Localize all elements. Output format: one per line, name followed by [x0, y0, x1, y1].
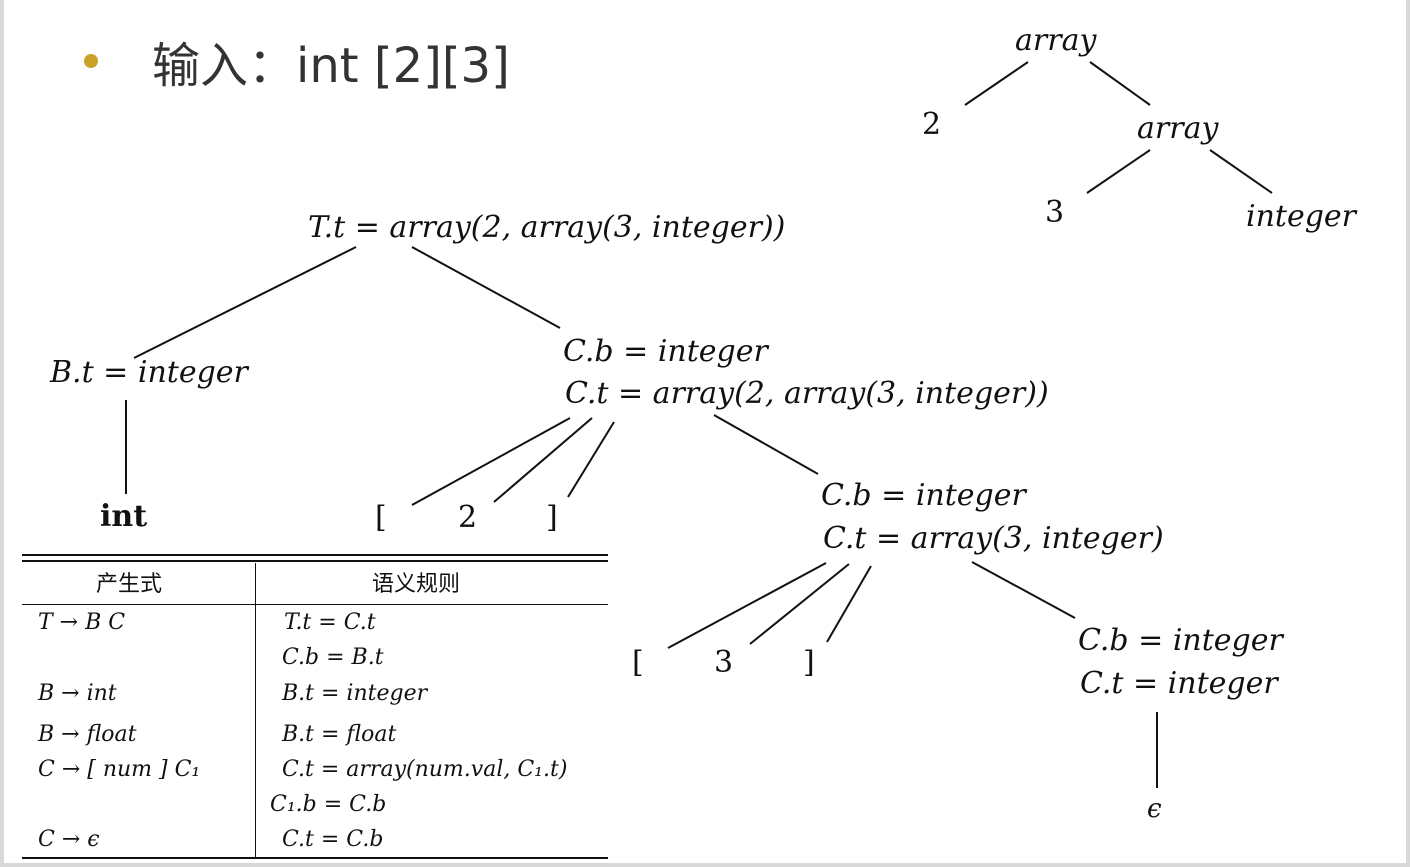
edge-c1-open: [411, 417, 571, 506]
node-c3-b: C.b = integer: [1078, 623, 1283, 658]
node-c3-t: C.t = integer: [1080, 666, 1278, 701]
leaf-c2-open-bracket: [: [632, 645, 644, 680]
edge-c2-c3: [971, 561, 1076, 619]
table-row-production: B → float: [38, 722, 137, 747]
small-tree-integer: integer: [1246, 199, 1357, 234]
edge-c1-close: [567, 421, 615, 498]
edge-array-array: [1089, 61, 1151, 106]
table-row-rule: C.b = B.t: [282, 645, 384, 670]
table-top-rule-1: [22, 554, 608, 556]
small-tree-root: array: [1015, 23, 1097, 58]
table-row-rule: B.t = integer: [282, 681, 428, 706]
table-top-rule-2: [22, 560, 608, 562]
leaf-c1-num: 2: [458, 500, 478, 535]
leaf-c1-close-bracket: ]: [546, 500, 558, 535]
table-column-divider: [255, 563, 256, 859]
table-header-semantic-rule: 语义规则: [372, 572, 461, 597]
table-row-production: C → ϵ: [38, 827, 100, 852]
node-c2-t: C.t = array(3, integer): [823, 521, 1164, 556]
leaf-int: int: [100, 499, 148, 534]
bullet-point: [84, 54, 98, 68]
frame-bottom-edge: [0, 863, 1410, 867]
node-c1-t: C.t = array(2, array(3, integer)): [565, 376, 1049, 411]
table-bottom-rule: [22, 857, 608, 859]
small-tree-left-2: 2: [922, 107, 942, 142]
edge-c2-num: [749, 563, 850, 645]
headline-input: 输入：int [2][3]: [152, 38, 510, 94]
edge-c2-open: [667, 562, 827, 649]
leaf-c2-close-bracket: ]: [803, 645, 815, 680]
edge-c1-c2: [713, 414, 819, 475]
node-c2-b: C.b = integer: [821, 478, 1026, 513]
table-row-production: B → int: [38, 681, 117, 706]
leaf-c2-num: 3: [714, 645, 734, 680]
leaf-c1-open-bracket: [: [375, 500, 387, 535]
frame-left-edge: [0, 0, 4, 867]
table-row-rule: C.t = array(num.val, C₁.t): [282, 757, 568, 782]
table-row-rule: T.t = C.t: [284, 610, 376, 635]
table-row-production: T → B C: [38, 610, 126, 635]
table-header-production: 产生式: [96, 572, 163, 597]
edge-array2-3: [1086, 149, 1151, 194]
table-row-rule: C₁.b = C.b: [270, 792, 387, 817]
edge-c2-close: [826, 565, 872, 643]
small-tree-3: 3: [1045, 195, 1065, 230]
node-b: B.t = integer: [50, 355, 248, 390]
table-header-rule: [22, 604, 608, 605]
edge-array2-integer: [1209, 149, 1273, 194]
leaf-epsilon: ϵ: [1147, 794, 1162, 824]
table-row-rule: C.t = C.b: [282, 827, 384, 852]
table-row-rule: B.t = float: [282, 722, 397, 747]
node-c1-b: C.b = integer: [563, 334, 768, 369]
small-tree-right-array: array: [1137, 111, 1219, 146]
edge-array-2: [964, 61, 1029, 106]
edge-c1-num: [493, 417, 593, 503]
table-row-production: C → [ num ] C₁: [38, 757, 201, 782]
node-root: T.t = array(2, array(3, integer)): [308, 210, 786, 245]
edge-root-c1: [411, 246, 561, 329]
frame-right-edge: [1406, 0, 1410, 867]
edge-root-b: [133, 246, 357, 359]
